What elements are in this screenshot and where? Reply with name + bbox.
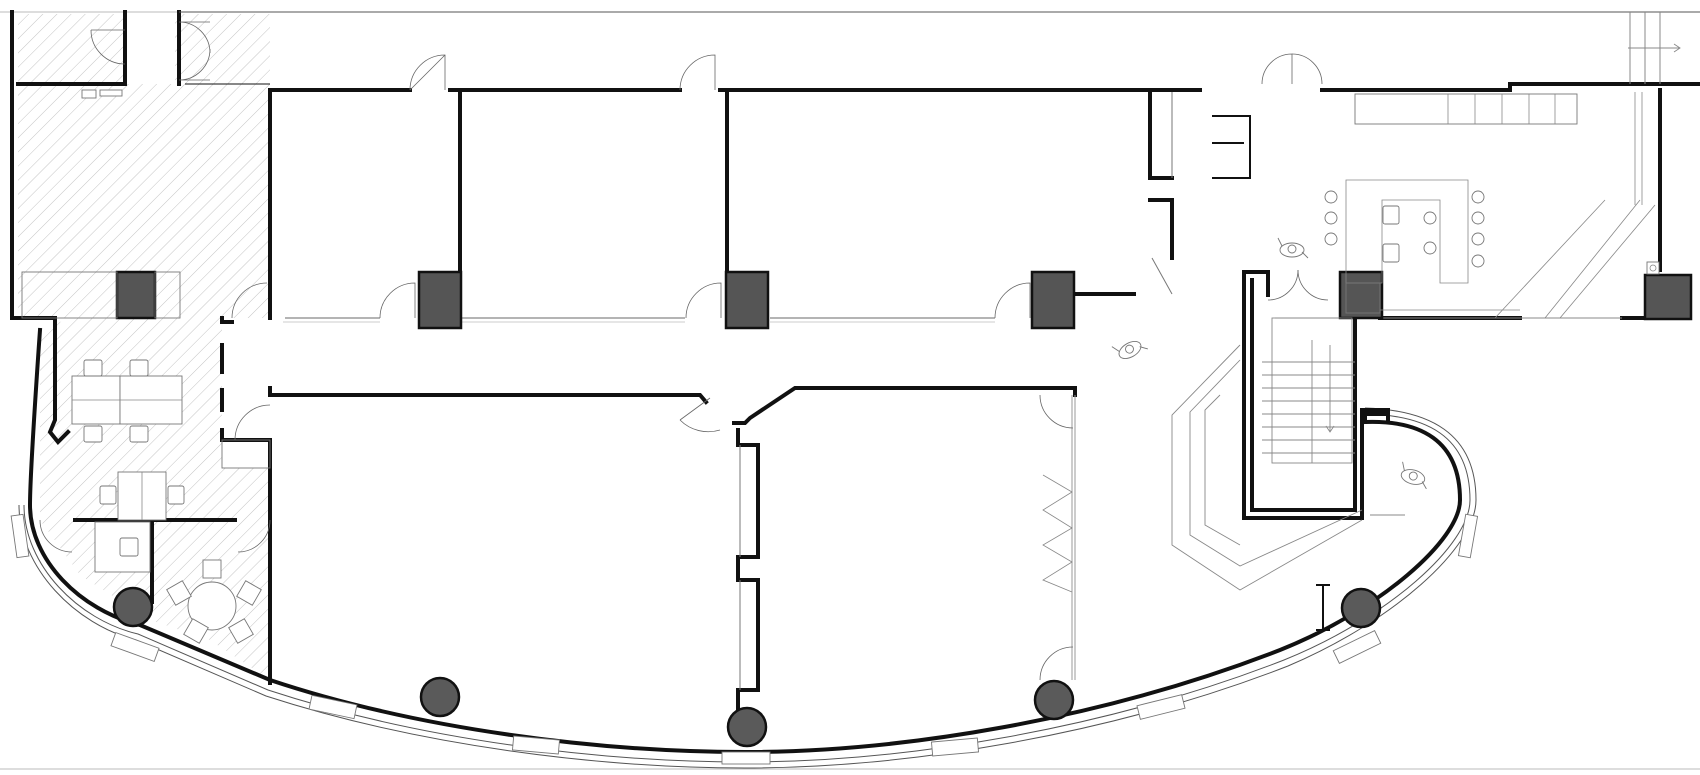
stair-core (1171, 43, 1681, 631)
chair-icon (99, 485, 117, 505)
chair-icon (129, 425, 149, 443)
chair-icon (236, 580, 262, 606)
door-swing-icon (1039, 394, 1074, 429)
column-round (726, 706, 768, 748)
chair-icon (119, 537, 139, 557)
doors (39, 21, 1329, 681)
chair-icon (83, 359, 103, 377)
door-swing-icon (1039, 646, 1074, 681)
column-square (417, 270, 463, 330)
glass-partitions (283, 317, 995, 323)
chair-icon (228, 618, 254, 644)
column-round (1033, 679, 1075, 721)
west-office-furniture (21, 89, 271, 644)
door-swing-icon (409, 54, 446, 91)
folding-partition (1042, 474, 1073, 593)
column-round (419, 676, 461, 718)
chair-icon (1382, 243, 1400, 263)
door-swing-icon (1261, 53, 1323, 85)
curved-facade (10, 327, 1479, 769)
round-columns (112, 586, 1382, 748)
chair-icon (167, 485, 185, 505)
column-square (1338, 270, 1384, 320)
column-square (724, 270, 770, 330)
table-icon (187, 581, 237, 631)
door-swing-icon (679, 397, 721, 433)
column-square (1643, 273, 1693, 321)
door-swing-icon (90, 29, 126, 65)
interior-walls (73, 90, 1692, 737)
person-figure-icon (1111, 341, 1148, 359)
door-swing-icon (679, 54, 716, 91)
door-swing-icon (1267, 269, 1329, 301)
square-columns (115, 270, 1693, 330)
column-round (112, 586, 154, 628)
door-swing-icon (231, 282, 268, 319)
chair-icon (183, 618, 209, 644)
people (1111, 237, 1427, 490)
column-round (1340, 587, 1382, 629)
person-figure-icon (1277, 237, 1309, 259)
door-swing-icon (178, 21, 211, 81)
kitchen-area (1212, 92, 1660, 319)
door-swing-icon (379, 282, 416, 319)
door-swing-icon (994, 282, 1031, 319)
stair-arrow-icon (1325, 345, 1335, 433)
door-swing-icon (237, 519, 271, 553)
chair-icon (166, 580, 192, 606)
chair-icon (202, 559, 222, 579)
stair-arrow-icon (1628, 43, 1681, 53)
chair-icon (83, 425, 103, 443)
door-swing-icon (234, 404, 271, 441)
door-swing-icon (39, 519, 73, 553)
person-figure-icon (1400, 461, 1427, 490)
door-swing-icon (685, 282, 722, 319)
column-square (115, 270, 157, 320)
chair-icon (129, 359, 149, 377)
column-square (1030, 270, 1076, 330)
chair-icon (1382, 205, 1400, 225)
